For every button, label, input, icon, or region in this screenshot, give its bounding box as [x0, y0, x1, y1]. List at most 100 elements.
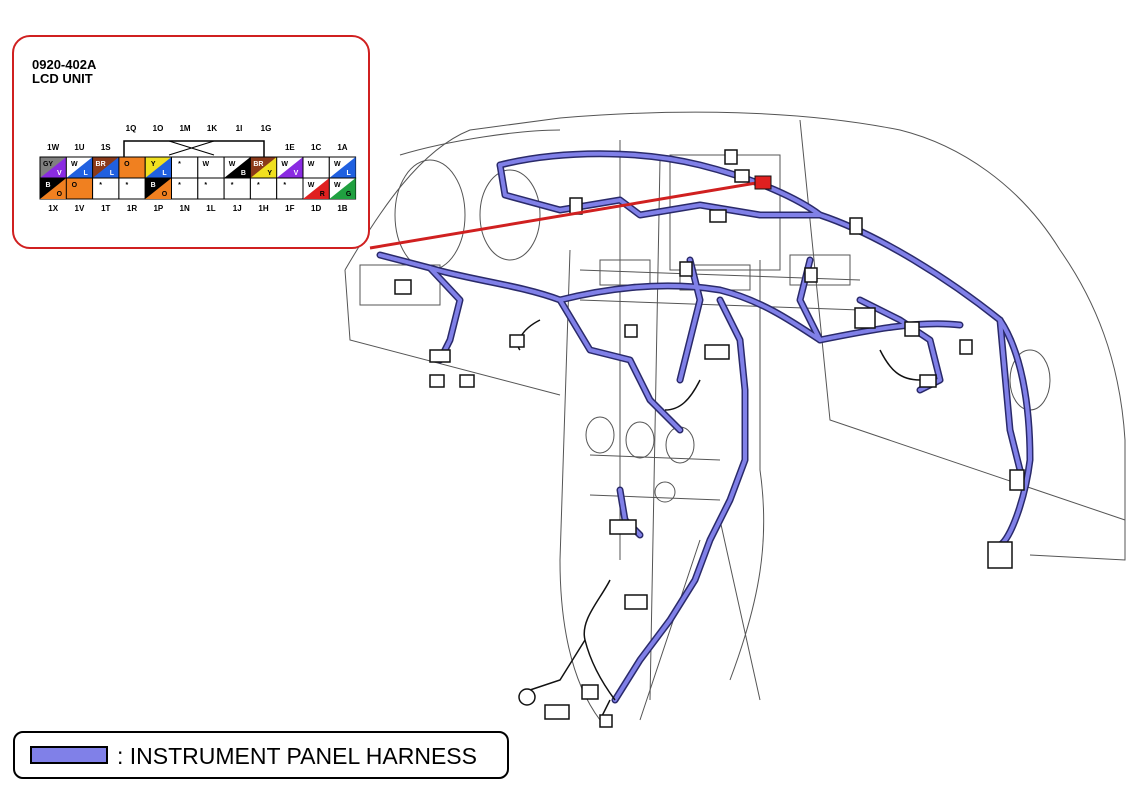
pin-color-code: B — [151, 182, 156, 189]
pin-stripe-color — [224, 157, 251, 178]
top-pin-label: 1C — [311, 143, 321, 152]
pinout-bridge — [123, 140, 265, 159]
top-pin-label: 1A — [337, 143, 347, 152]
pin-stripe-code: R — [320, 191, 325, 198]
bottom-pin-label: 1T — [101, 204, 110, 213]
bottom-pin-label: 1R — [127, 204, 137, 213]
bottom-pin-label: 1X — [48, 204, 58, 213]
pin-stripe-code: G — [346, 191, 352, 198]
pin-stripe-code: L — [346, 170, 351, 177]
pin-color-code: * — [257, 182, 260, 189]
pin-color-code: * — [178, 161, 181, 168]
callout-leader-line — [369, 180, 763, 250]
pin-base-color — [171, 177, 199, 200]
pin-color-code: O — [72, 182, 78, 189]
pin-color-code: * — [231, 182, 234, 189]
pin-stripe-code: Y — [267, 170, 272, 177]
connector-pin: W — [302, 156, 330, 179]
part-number: 0920-402A — [32, 57, 97, 72]
bottom-pin-label: 1H — [258, 204, 268, 213]
pin-base-color — [171, 156, 199, 179]
pin-stripe-color — [276, 157, 303, 178]
pin-base-color — [197, 177, 225, 200]
harness-connectors — [394, 149, 1025, 728]
top-pin-label: 1W — [47, 143, 59, 152]
pin-color-code: W — [334, 161, 341, 168]
connector-pin: W — [197, 156, 225, 179]
pin-color-code: Y — [151, 161, 156, 168]
connector-pin: WL — [65, 156, 94, 179]
pin-color-code: BR — [253, 161, 263, 168]
connector-pin: O — [65, 177, 94, 200]
bottom-pin-label: 1V — [75, 204, 85, 213]
connector-pin: WR — [302, 177, 330, 200]
connector-pin: * — [276, 177, 304, 200]
pin-base-color — [249, 177, 278, 200]
connector-pin: GY V — [39, 156, 67, 179]
top-pin-label: 1U — [74, 143, 84, 152]
bottom-pin-label: 1L — [206, 204, 215, 213]
pin-stripe-color — [145, 178, 172, 199]
connector-pin: WG — [328, 177, 357, 200]
pin-base-color — [92, 177, 120, 200]
legend-label: : INSTRUMENT PANEL HARNESS — [117, 743, 477, 769]
pin-color-code: W — [229, 161, 236, 168]
pin-stripe-code: L — [162, 170, 167, 177]
connector-pin: O — [118, 156, 146, 179]
bottom-pin-label: 1J — [233, 204, 242, 213]
pin-color-code: B — [45, 182, 50, 189]
connector-pin: * — [249, 177, 278, 200]
pin-stripe-color — [303, 178, 330, 199]
pin-stripe-code: L — [83, 170, 88, 177]
top-pin-label: 1S — [101, 143, 111, 152]
pin-color-code: W — [308, 182, 315, 189]
legend: : INSTRUMENT PANEL HARNESS — [13, 731, 509, 779]
connector-pin: BR Y — [249, 156, 278, 179]
pin-color-code: GY — [43, 161, 53, 168]
pin-stripe-color — [92, 157, 119, 178]
pin-color-code: W — [71, 161, 78, 168]
connector-pin: * — [171, 177, 199, 200]
dashboard-outline — [344, 111, 1126, 721]
bottom-pin-label: 1F — [285, 204, 294, 213]
pin-stripe-code: B — [241, 170, 246, 177]
connector-pin: * — [92, 177, 120, 200]
bottom-pin-label: 1N — [180, 204, 190, 213]
bottom-pin-label: 1P — [153, 204, 163, 213]
pin-stripe-code: O — [57, 191, 63, 198]
connector-pin: WB — [223, 156, 251, 179]
pinout-bridge-cross — [168, 140, 215, 156]
connector-pin: * — [197, 177, 225, 200]
pin-color-code: W — [334, 182, 341, 189]
pin-base-color — [223, 177, 251, 200]
connector-pin: * — [171, 156, 199, 179]
connector-pin: BR L — [92, 156, 120, 179]
pin-base-color — [276, 177, 304, 200]
bridge-pin-label: 1G — [261, 124, 272, 133]
pin-color-code: * — [99, 182, 102, 189]
legend-swatch-harness — [30, 746, 108, 764]
pin-stripe-code: V — [57, 170, 62, 177]
connector-pin: WV — [276, 156, 304, 179]
lcd-unit-connector[interactable] — [754, 175, 772, 190]
connector-pin: WL — [328, 156, 357, 179]
pin-color-code: * — [178, 182, 181, 189]
pin-base-color — [118, 177, 146, 200]
bottom-pin-label: 1D — [311, 204, 321, 213]
pin-stripe-code: V — [294, 170, 299, 177]
pin-color-code: W — [202, 161, 209, 168]
instrument-panel-harness — [376, 150, 1034, 704]
pin-stripe-color — [329, 157, 356, 178]
pin-color-code: * — [204, 182, 207, 189]
pin-color-code: * — [283, 182, 286, 189]
bottom-pin-label: 1B — [337, 204, 347, 213]
pin-stripe-color — [40, 178, 67, 199]
bridge-pin-label: 1K — [207, 124, 217, 133]
part-name: LCD UNIT — [32, 71, 93, 86]
connector-pin: BO — [144, 177, 172, 200]
pin-stripe-color — [40, 157, 67, 178]
pin-stripe-code: L — [110, 170, 115, 177]
pin-color-code: BR — [96, 161, 106, 168]
